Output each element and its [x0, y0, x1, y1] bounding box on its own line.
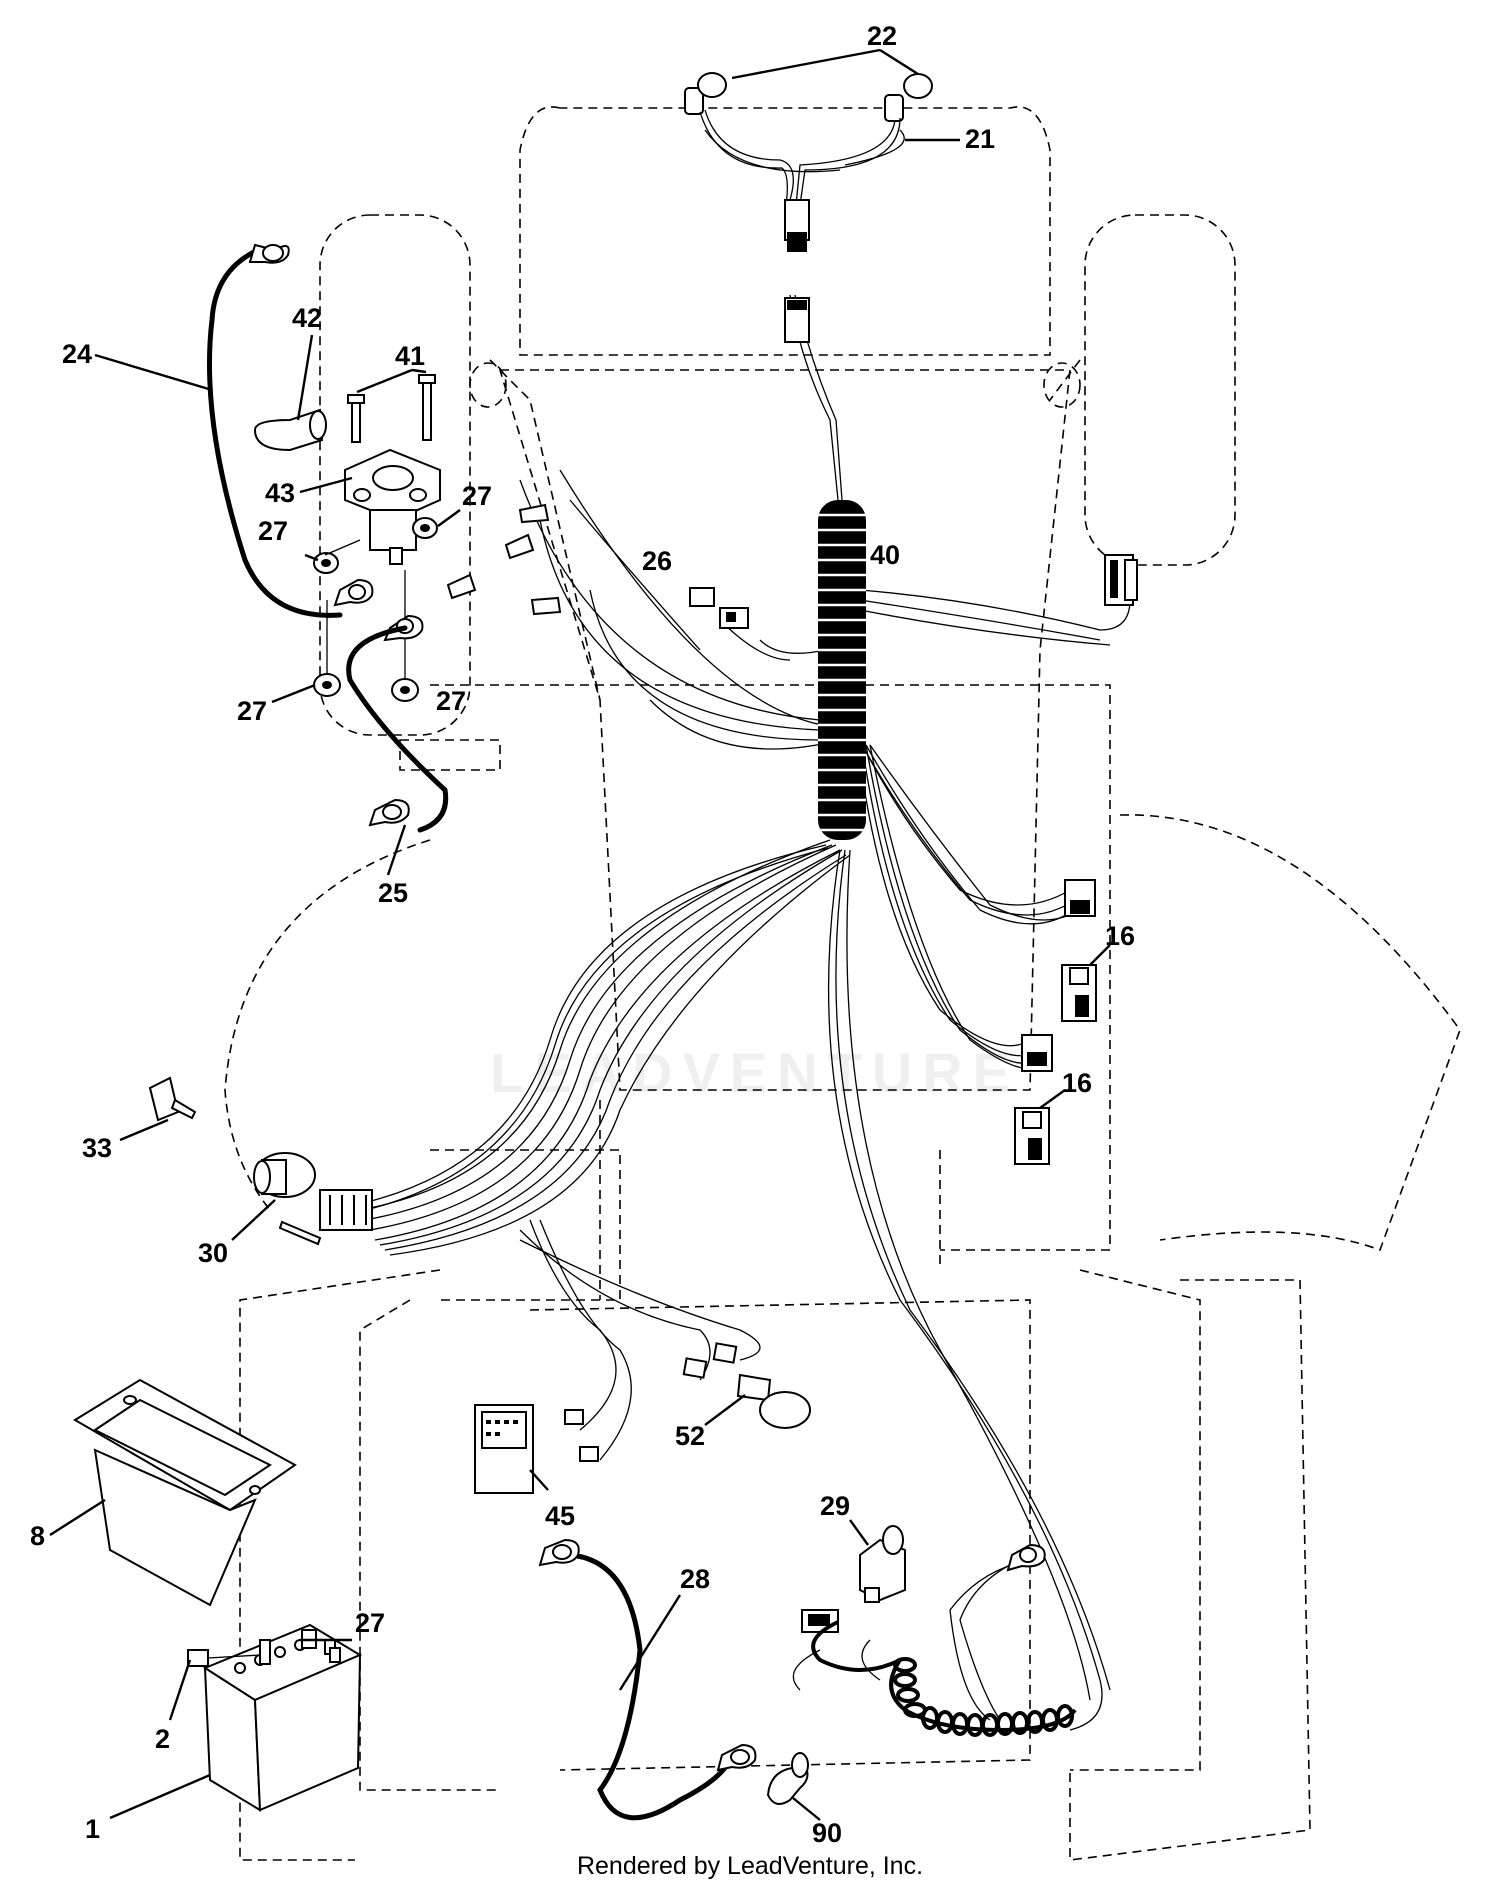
callout-26: 26	[642, 546, 672, 576]
callout-27-battery: 27	[355, 1608, 385, 1638]
ground-cable-28	[538, 1538, 757, 1821]
right-upper-connector	[1104, 554, 1138, 606]
callout-27-left-nut: 27	[237, 696, 267, 726]
callout-21: 21	[965, 124, 995, 154]
callout-42: 42	[292, 303, 322, 333]
cable-25	[346, 625, 449, 833]
callout-27-right-nut: 27	[436, 686, 466, 716]
terminal-boot-90	[766, 1752, 809, 1805]
leader-lines	[49, 48, 1111, 1821]
callout-22: 22	[867, 21, 897, 51]
hour-meter-45	[474, 1404, 534, 1494]
callout-41: 41	[395, 341, 425, 371]
solenoid-assembly	[207, 243, 562, 702]
connector-26	[689, 587, 749, 629]
switch-29	[801, 1525, 1046, 1633]
switch-16-upper	[1061, 879, 1097, 1022]
callout-8: 8	[30, 1521, 45, 1551]
chassis-outline	[224, 106, 1461, 1861]
battery-1	[187, 1623, 363, 1812]
footer-credit: Rendered by LeadVenture, Inc.	[576, 1852, 924, 1880]
callout-27-upper-left: 27	[258, 516, 288, 546]
callout-28: 28	[680, 1564, 710, 1594]
callout-labels: 22 21 42 24 41 43 27 27 40 26 27 27 25 1…	[30, 21, 1135, 1848]
headlight-assembly	[684, 72, 933, 343]
switch-16-lower	[1014, 1034, 1053, 1165]
callout-29: 29	[820, 1491, 850, 1521]
callout-1: 1	[85, 1814, 100, 1844]
callout-24: 24	[62, 339, 92, 369]
callout-45: 45	[545, 1501, 575, 1531]
callout-2: 2	[155, 1724, 170, 1754]
lamp-52	[564, 1342, 811, 1462]
callout-25: 25	[378, 878, 408, 908]
battery-box-8	[73, 1378, 297, 1607]
callout-52: 52	[675, 1421, 705, 1451]
coiled-cord	[811, 1620, 1077, 1737]
harness-conduit	[818, 500, 866, 840]
callout-16-lower: 16	[1062, 1068, 1092, 1098]
callout-16-upper: 16	[1105, 921, 1135, 951]
callout-43: 43	[265, 478, 295, 508]
ignition-switch	[253, 1152, 373, 1246]
callout-27-upper-right: 27	[462, 481, 492, 511]
watermark-text: LEADVENTURE	[490, 1041, 1021, 1104]
ignition-key	[148, 1076, 197, 1122]
callout-90: 90	[812, 1818, 842, 1848]
callout-40: 40	[870, 540, 900, 570]
callout-33: 33	[82, 1133, 112, 1163]
callout-30: 30	[198, 1238, 228, 1268]
